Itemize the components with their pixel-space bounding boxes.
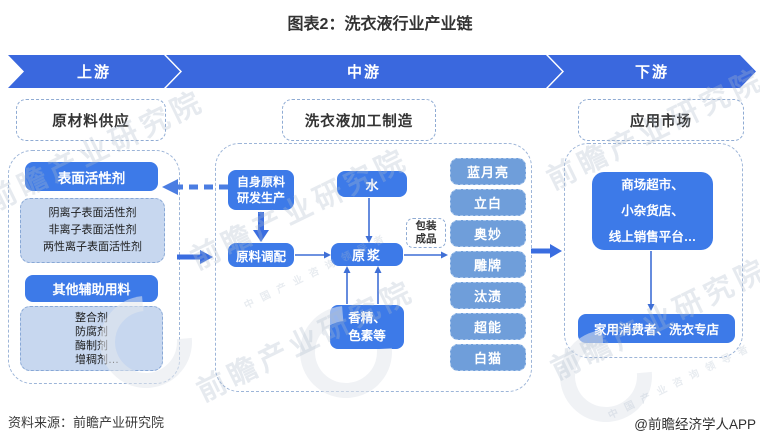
auxiliary-box: 其他辅助用料 <box>25 275 158 302</box>
auxiliary-item: 防腐剂 <box>75 325 108 338</box>
additives-box: 香精、 色素等 <box>330 305 404 349</box>
midstream-container <box>215 143 532 392</box>
surfactant-item: 两性离子表面活性剂 <box>43 241 142 253</box>
auxiliary-item: 酶制剂 <box>75 339 108 352</box>
banner-midstream: 中游 <box>166 55 562 88</box>
banner-upstream: 上游 <box>8 55 180 88</box>
brand-item: 奥妙 <box>450 220 526 247</box>
packaging-line2: 成品 <box>415 233 437 245</box>
surfactant-box: 表面活性剂 <box>25 162 158 191</box>
packaging-label: 包装 成品 <box>406 218 446 248</box>
arrow-midstream-to-downstream <box>531 244 562 258</box>
additives-line1: 香精、 <box>348 311 386 325</box>
brand-item: 立白 <box>450 189 526 216</box>
downstream-header: 应用市场 <box>578 99 744 141</box>
consumers-box: 家用消费者、洗衣专店 <box>578 314 735 343</box>
surfactant-item: 非离子表面活性剂 <box>48 224 137 236</box>
channel-line: 线上销售平台… <box>608 230 697 244</box>
auxiliary-item: 增稠剂… <box>75 353 119 366</box>
packaging-line1: 包装 <box>415 219 437 232</box>
surfactant-item: 阴离子表面活性剂 <box>48 207 137 219</box>
banner-downstream-label: 下游 <box>634 64 669 81</box>
arrow-upstream-to-blending <box>177 250 213 264</box>
page-title: 图表2：洗衣液行业产业链 <box>287 16 473 33</box>
brand-item: 汰渍 <box>450 282 526 309</box>
channel-line: 小杂货店、 <box>621 204 684 218</box>
banner-downstream: 下游 <box>548 55 756 88</box>
blending-box: 原料调配 <box>228 243 294 267</box>
auxiliary-item: 整合剂 <box>75 311 108 324</box>
brand-item: 雕牌 <box>450 251 526 278</box>
additives-line2: 色素等 <box>348 329 386 343</box>
self-production-line1: 自身原料 <box>236 175 285 189</box>
upstream-container <box>8 150 180 384</box>
auxiliary-items-box: 整合剂 防腐剂 酶制剂 增稠剂… <box>20 306 163 371</box>
self-production-box: 自身原料 研发生产 <box>228 170 294 210</box>
surfactant-items-box: 阴离子表面活性剂 非离子表面活性剂 两性离子表面活性剂 <box>20 198 165 263</box>
credit-note: @前瞻经济学人APP <box>634 417 756 432</box>
channels-box: 商场超市、 小杂货店、 线上销售平台… <box>592 172 713 250</box>
banner-upstream-label: 上游 <box>76 64 111 81</box>
downstream-container <box>564 143 743 358</box>
brand-item: 白猫 <box>450 344 526 371</box>
brand-item: 蓝月亮 <box>450 158 526 185</box>
source-note: 资料来源：前瞻产业研究院 <box>8 415 165 430</box>
brand-item: 超能 <box>450 313 526 340</box>
midstream-header: 洗衣液加工制造 <box>282 99 436 141</box>
water-box: 水 <box>337 171 407 197</box>
stock-box: 原浆 <box>331 243 403 266</box>
self-production-line2: 研发生产 <box>236 191 285 205</box>
banner-midstream-label: 中游 <box>346 64 381 81</box>
channel-line: 商场超市、 <box>621 178 684 192</box>
upstream-header: 原材料供应 <box>16 99 166 141</box>
